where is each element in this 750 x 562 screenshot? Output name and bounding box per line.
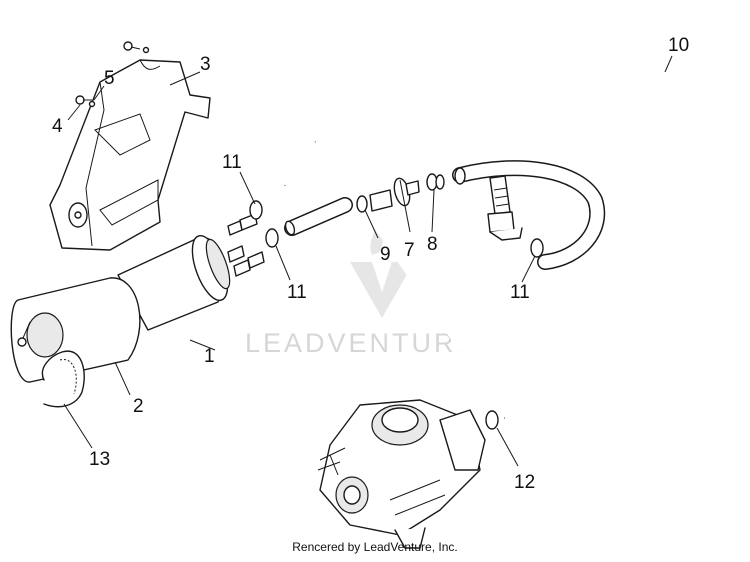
- callout-10: 10: [668, 35, 689, 56]
- leader-lines: [63, 55, 673, 467]
- callout-8: 8: [427, 234, 438, 255]
- part-screws: [75, 41, 150, 108]
- callout-5: 5: [104, 68, 115, 89]
- watermark: LEADVENTURE: [245, 218, 478, 358]
- callout-11-right: 11: [510, 282, 530, 303]
- callout-4: 4: [52, 116, 63, 137]
- part-clamps-8-9: [356, 173, 445, 213]
- footer-credit: Rencered by LeadVenture, Inc.: [292, 540, 458, 554]
- callout-1: 1: [204, 346, 215, 367]
- part-bracket: [49, 59, 211, 251]
- callout-11-mid: 11: [287, 282, 307, 303]
- callout-9: 9: [380, 244, 391, 265]
- part-clamps-11: [249, 200, 544, 258]
- part-hose-short: [284, 197, 353, 236]
- part-fuel-pump: [117, 213, 265, 331]
- part-hose-right: [452, 160, 606, 270]
- part-carburetor: [317, 399, 486, 549]
- part-filter-inline: [487, 175, 523, 241]
- callout-11-top: 11: [222, 152, 242, 173]
- watermark-brand-text: LEADVENTURE: [245, 328, 478, 358]
- part-pump-housing: [10, 277, 141, 383]
- callout-2: 2: [133, 396, 144, 417]
- part-clamp-ring: [41, 350, 85, 408]
- callout-13: 13: [89, 449, 110, 470]
- callout-12: 12: [514, 472, 535, 493]
- part-hose-10: [282, 73, 726, 422]
- part-clamp-12: [485, 410, 499, 430]
- callout-3: 3: [200, 54, 211, 75]
- callouts: 1 2 3 4 5 7 8 9 10 11 11 11 12 13: [52, 35, 689, 493]
- callout-7: 7: [404, 240, 415, 261]
